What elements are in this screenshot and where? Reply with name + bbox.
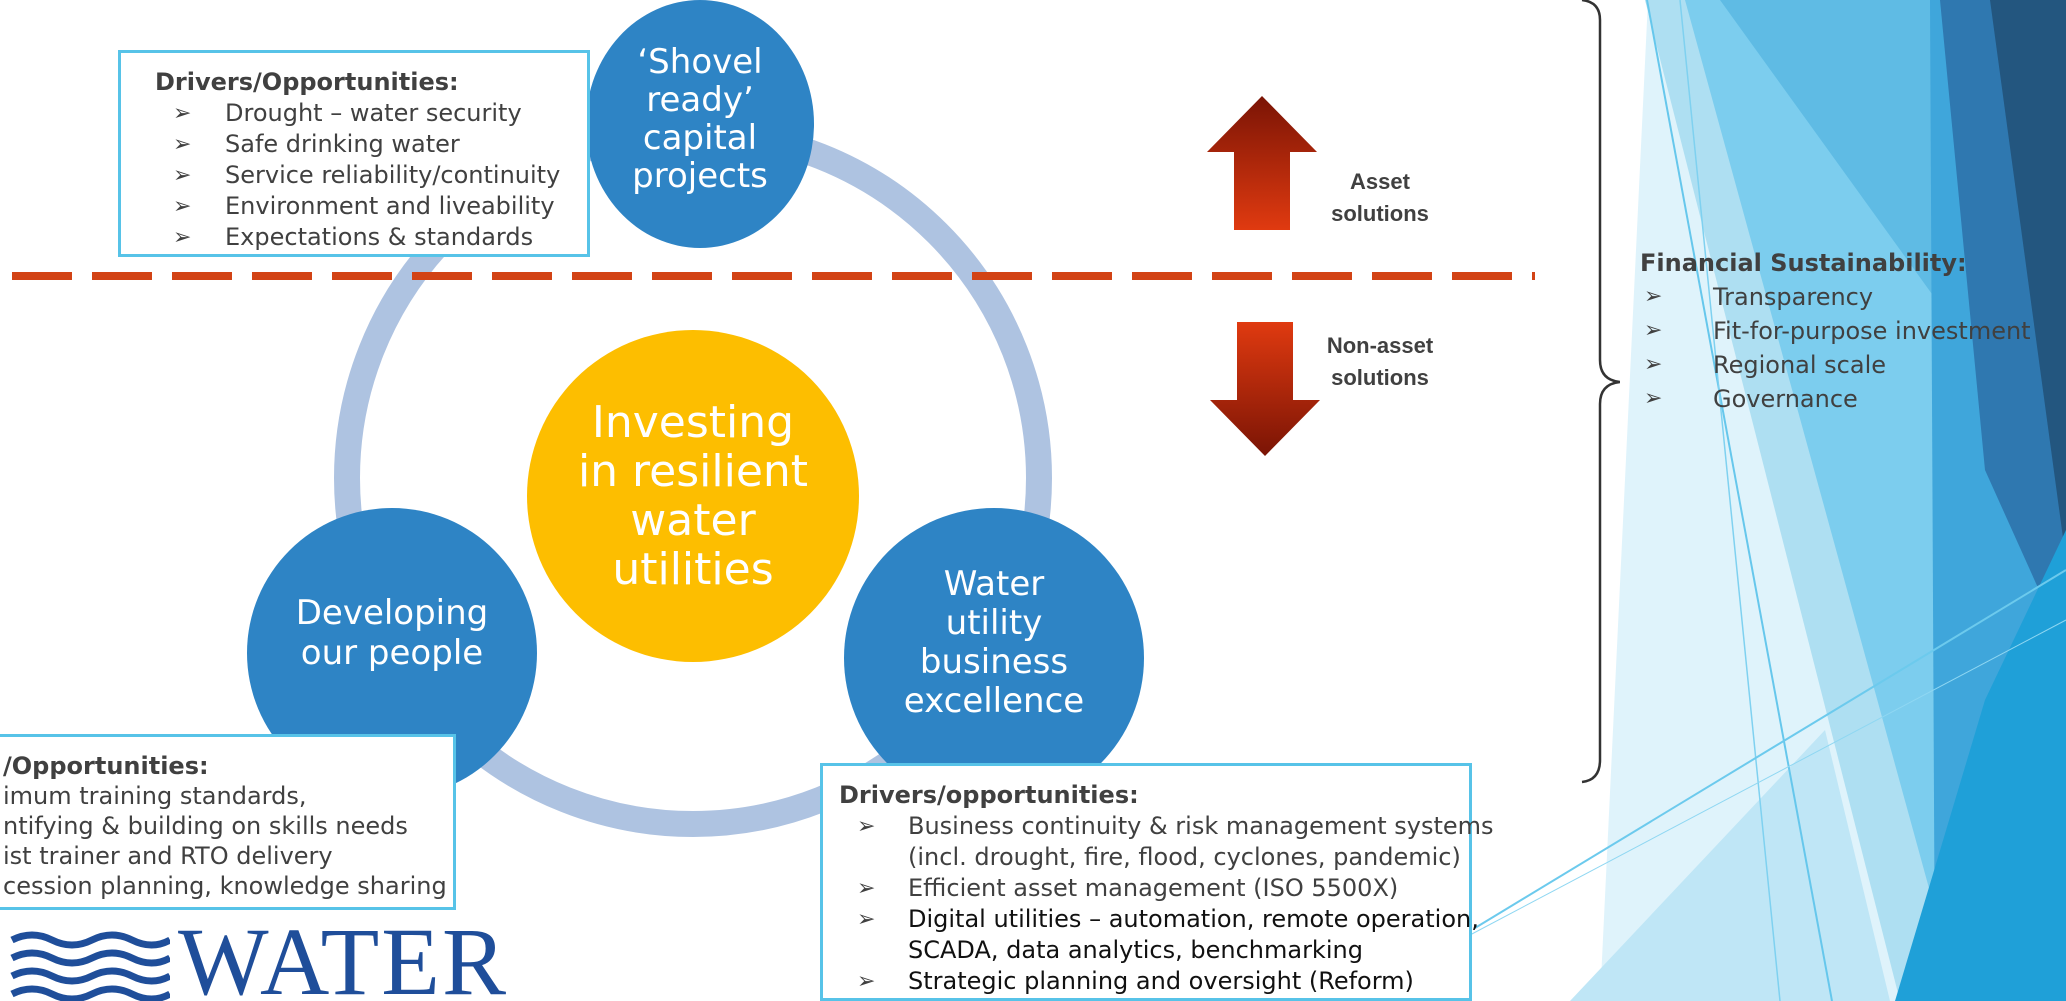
non-asset-solutions-label: Non-asset solutions <box>1326 333 1434 390</box>
list-item: ntifying & building on skills needs <box>3 812 408 840</box>
top-drivers-box: Drivers/Opportunities: Drought – water s… <box>118 50 590 257</box>
right-brace <box>1581 0 1620 784</box>
left-drivers-box: /Opportunities: imum training standards,… <box>0 734 456 910</box>
arrow-up-icon <box>1207 96 1317 230</box>
left-drivers-list: imum training standards, ntifying & buil… <box>3 781 453 901</box>
asset-solutions-label: Asset solutions <box>1331 169 1429 226</box>
left-circle-label: Developing our people <box>295 593 489 673</box>
list-item: Digital utilities – automation, remote o… <box>839 904 1479 966</box>
list-item: Expectations & standards <box>155 222 587 253</box>
top-circle-label: ‘Shovel ready’ capital projects <box>632 42 768 196</box>
list-item: Transparency <box>1640 280 2031 314</box>
list-item: Strategic planning and oversight (Reform… <box>839 966 1469 997</box>
top-drivers-list: Drought – water security Safe drinking w… <box>155 98 587 253</box>
right-circle-label: Water utility business excellence <box>903 564 1085 721</box>
left-drivers-heading: /Opportunities: <box>3 752 209 780</box>
list-item: Regional scale <box>1640 348 2031 382</box>
center-circle-label: Investing in resilient water utilities <box>577 397 809 595</box>
list-item: Service reliability/continuity <box>155 160 587 191</box>
list-item: ist trainer and RTO delivery <box>3 842 333 870</box>
dashed-divider <box>12 272 1535 280</box>
logo-text: WATER <box>178 918 508 1001</box>
list-item: Drought – water security <box>155 98 587 129</box>
list-item: imum training standards, <box>3 782 307 810</box>
right-drivers-heading: Drivers/opportunities: <box>839 781 1139 809</box>
list-item: Business continuity & risk management sy… <box>839 811 1494 873</box>
right-drivers-box: Drivers/opportunities: Business continui… <box>820 763 1494 1001</box>
water-logo: WATER <box>10 918 550 1001</box>
list-item: Fit-for-purpose investment <box>1640 314 2031 348</box>
top-drivers-heading: Drivers/Opportunities: <box>155 68 459 96</box>
right-circle: Water utility business excellence <box>844 508 1144 808</box>
list-item: cession planning, knowledge sharing <box>3 872 447 900</box>
waves-icon <box>10 931 170 1001</box>
list-item: Governance <box>1640 382 2031 416</box>
center-circle: Investing in resilient water utilities <box>527 330 859 662</box>
right-drivers-list: Business continuity & risk management sy… <box>839 811 1494 997</box>
top-circle: ‘Shovel ready’ capital projects <box>586 0 814 248</box>
financial-list: Transparency Fit-for-purpose investment … <box>1640 280 2031 416</box>
list-item: Environment and liveability <box>155 191 587 222</box>
list-item: Safe drinking water <box>155 129 587 160</box>
arrow-down-icon <box>1210 322 1320 456</box>
financial-heading: Financial Sustainability: <box>1640 249 1967 277</box>
financial-sustainability: Financial Sustainability: Transparency F… <box>1640 246 2031 416</box>
list-item: Efficient asset management (ISO 5500X) <box>839 873 1469 904</box>
